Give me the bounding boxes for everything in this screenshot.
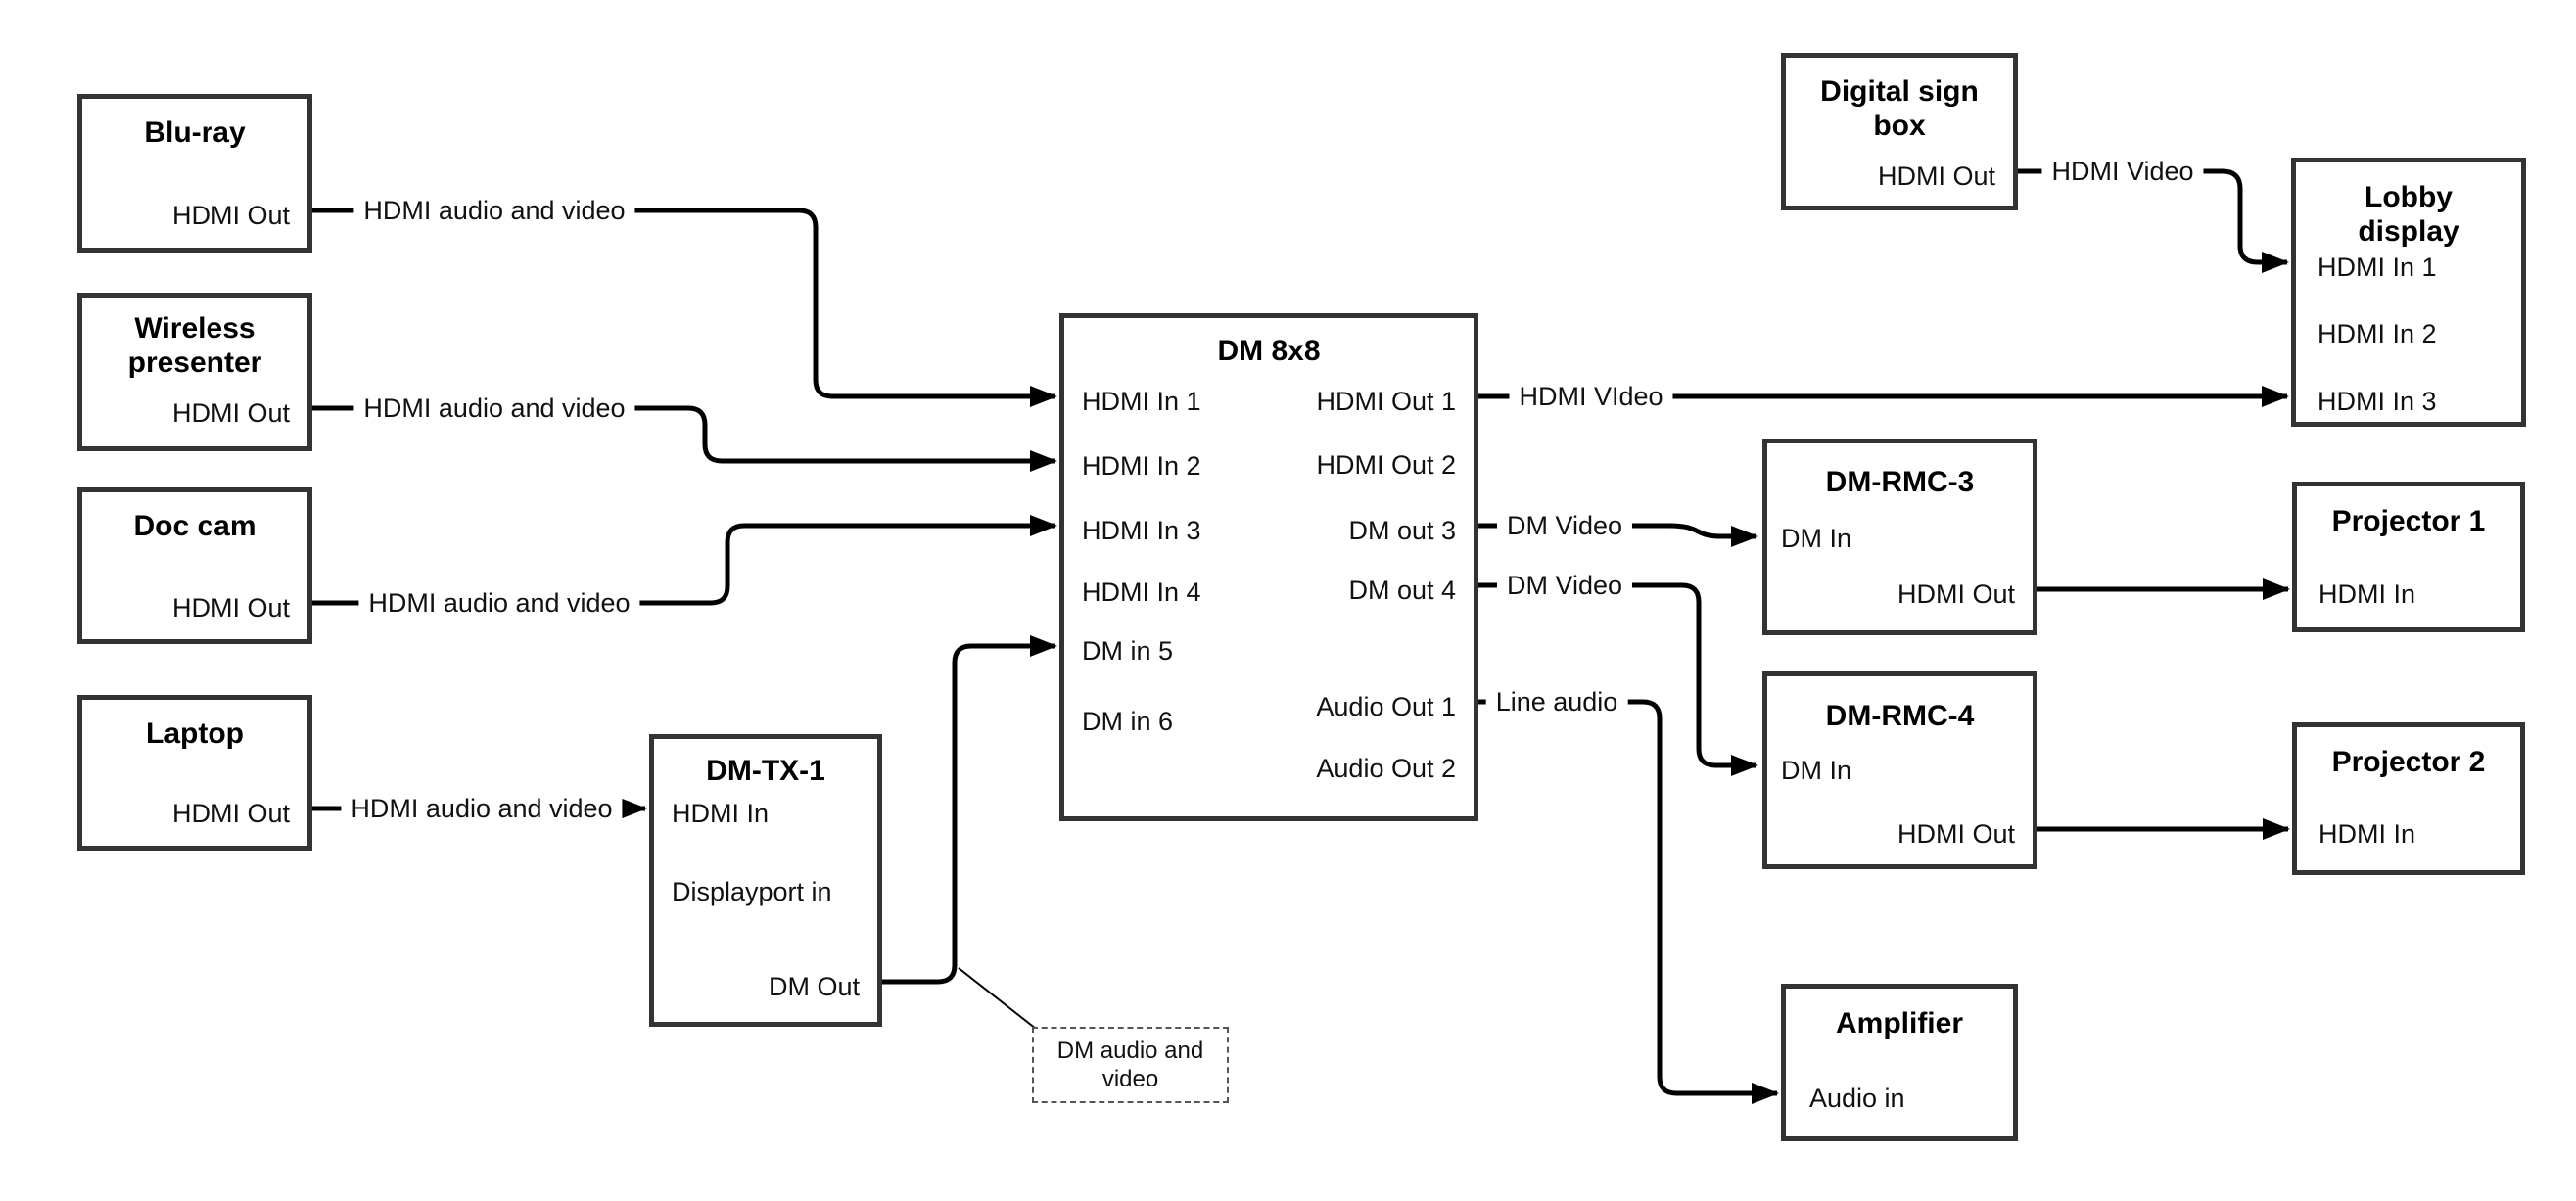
port-hdmi-in-2: HDMI In 2 — [2318, 319, 2437, 348]
port-dm-in-6: DM in 6 — [1082, 707, 1174, 736]
port-hdmi-out: HDMI Out — [1897, 579, 2015, 609]
device-wireless-presenter: Wireless presenter HDMI Out — [77, 293, 312, 451]
device-amplifier: Amplifier Audio in — [1781, 984, 2018, 1141]
port-hdmi-out: HDMI Out — [171, 398, 290, 428]
connector-wireless-to-dm8x8-in2 — [312, 405, 1057, 472]
port-hdmi-in-3: HDMI In 3 — [2318, 387, 2437, 416]
connector-dm8x8-out4-to-rmc4 — [1478, 582, 1758, 776]
port-dm-out: DM Out — [768, 972, 860, 1001]
device-title: DM-RMC-3 — [1825, 466, 1975, 498]
link-label-dm-video-out3: DM Video — [1496, 510, 1633, 541]
port-hdmi-in: HDMI In — [672, 799, 770, 828]
device-title: Wireless presenter — [127, 312, 262, 379]
device-laptop: Laptop HDMI Out — [77, 695, 312, 851]
port-dm-out-3: DM out 3 — [1348, 516, 1456, 545]
link-label-hdmi-av-wireless: HDMI audio and video — [353, 393, 635, 424]
device-title: Laptop — [146, 717, 244, 750]
port-audio-in: Audio in — [1809, 1084, 1905, 1113]
device-dm-8x8: DM 8x8 HDMI In 1 HDMI In 2 HDMI In 3 HDM… — [1059, 313, 1478, 821]
port-dm-in: DM In — [1781, 524, 1852, 553]
device-title: Digital sign box — [1820, 75, 1979, 142]
callout-label: DM audio and video — [1056, 1038, 1204, 1092]
port-dm-in: DM In — [1781, 756, 1852, 785]
port-dm-out-4: DM out 4 — [1348, 576, 1456, 605]
connector-dm8x8-out3-to-rmc3 — [1478, 523, 1758, 547]
port-audio-out-1: Audio Out 1 — [1316, 692, 1456, 721]
callout-dm-audio-video: DM audio and video — [1032, 1027, 1229, 1103]
link-label-hdmi-av-doccam: HDMI audio and video — [358, 587, 640, 619]
device-dm-rmc-3: DM-RMC-3 DM In HDMI Out — [1762, 439, 2037, 635]
port-hdmi-in-1: HDMI In 1 — [1082, 387, 1201, 416]
device-title: Projector 1 — [2331, 505, 2486, 537]
device-title: Lobby display — [2358, 181, 2459, 248]
callout-leader-line — [958, 967, 1037, 1030]
port-hdmi-in-4: HDMI In 4 — [1082, 577, 1201, 607]
link-label-hdmi-video-sign: HDMI Video — [2041, 156, 2204, 187]
port-displayport-in: Displayport in — [672, 877, 832, 906]
device-title: DM 8x8 — [1217, 335, 1321, 367]
device-title: DM-RMC-4 — [1825, 700, 1975, 732]
link-label-dm-video-out4: DM Video — [1496, 570, 1633, 601]
port-hdmi-out: HDMI Out — [1877, 162, 1995, 191]
device-digital-sign-box: Digital sign box HDMI Out — [1781, 53, 2018, 210]
device-projector-1: Projector 1 HDMI In — [2292, 482, 2525, 632]
port-hdmi-in-2: HDMI In 2 — [1082, 451, 1201, 481]
link-label-hdmi-video-out1: HDMI VIdeo — [1509, 381, 1673, 412]
device-dm-rmc-4: DM-RMC-4 DM In HDMI Out — [1762, 671, 2037, 869]
connector-doccam-to-dm8x8-in3 — [312, 515, 1057, 606]
device-title: Projector 2 — [2331, 746, 2486, 778]
port-dm-in-5: DM in 5 — [1082, 636, 1174, 666]
connector-sign-to-lobby-in1 — [2018, 168, 2289, 273]
device-title: DM-TX-1 — [706, 755, 825, 787]
device-bluray: Blu-ray HDMI Out — [77, 94, 312, 253]
connector-bluray-to-dm8x8-in1 — [312, 208, 1057, 407]
link-label-hdmi-av-laptop: HDMI audio and video — [341, 793, 623, 824]
port-hdmi-out: HDMI Out — [171, 201, 290, 230]
connector-dmtx1-to-dm8x8-in5 — [882, 635, 1057, 985]
connector-dm8x8-audio1-to-amplifier — [1478, 699, 1779, 1104]
device-lobby-display: Lobby display HDMI In 1 HDMI In 2 HDMI I… — [2291, 158, 2526, 427]
link-label-hdmi-av-bluray: HDMI audio and video — [353, 195, 635, 226]
port-hdmi-in-3: HDMI In 3 — [1082, 516, 1201, 545]
port-hdmi-out-2: HDMI Out 2 — [1316, 450, 1456, 480]
port-hdmi-in-1: HDMI In 1 — [2318, 253, 2437, 282]
device-title: Doc cam — [133, 510, 257, 542]
port-audio-out-2: Audio Out 2 — [1316, 754, 1456, 783]
port-hdmi-in: HDMI In — [2318, 819, 2416, 849]
port-hdmi-out: HDMI Out — [171, 799, 290, 828]
device-title: Blu-ray — [144, 116, 246, 149]
link-label-line-audio: Line audio — [1485, 686, 1628, 717]
device-doc-cam: Doc cam HDMI Out — [77, 487, 312, 644]
device-title: Amplifier — [1835, 1007, 1964, 1039]
device-dm-tx-1: DM-TX-1 HDMI In Displayport in DM Out — [649, 734, 882, 1027]
port-hdmi-out: HDMI Out — [171, 593, 290, 623]
port-hdmi-in: HDMI In — [2318, 579, 2416, 609]
device-projector-2: Projector 2 HDMI In — [2292, 722, 2525, 875]
port-hdmi-out-1: HDMI Out 1 — [1316, 387, 1456, 416]
port-hdmi-out: HDMI Out — [1897, 819, 2015, 849]
